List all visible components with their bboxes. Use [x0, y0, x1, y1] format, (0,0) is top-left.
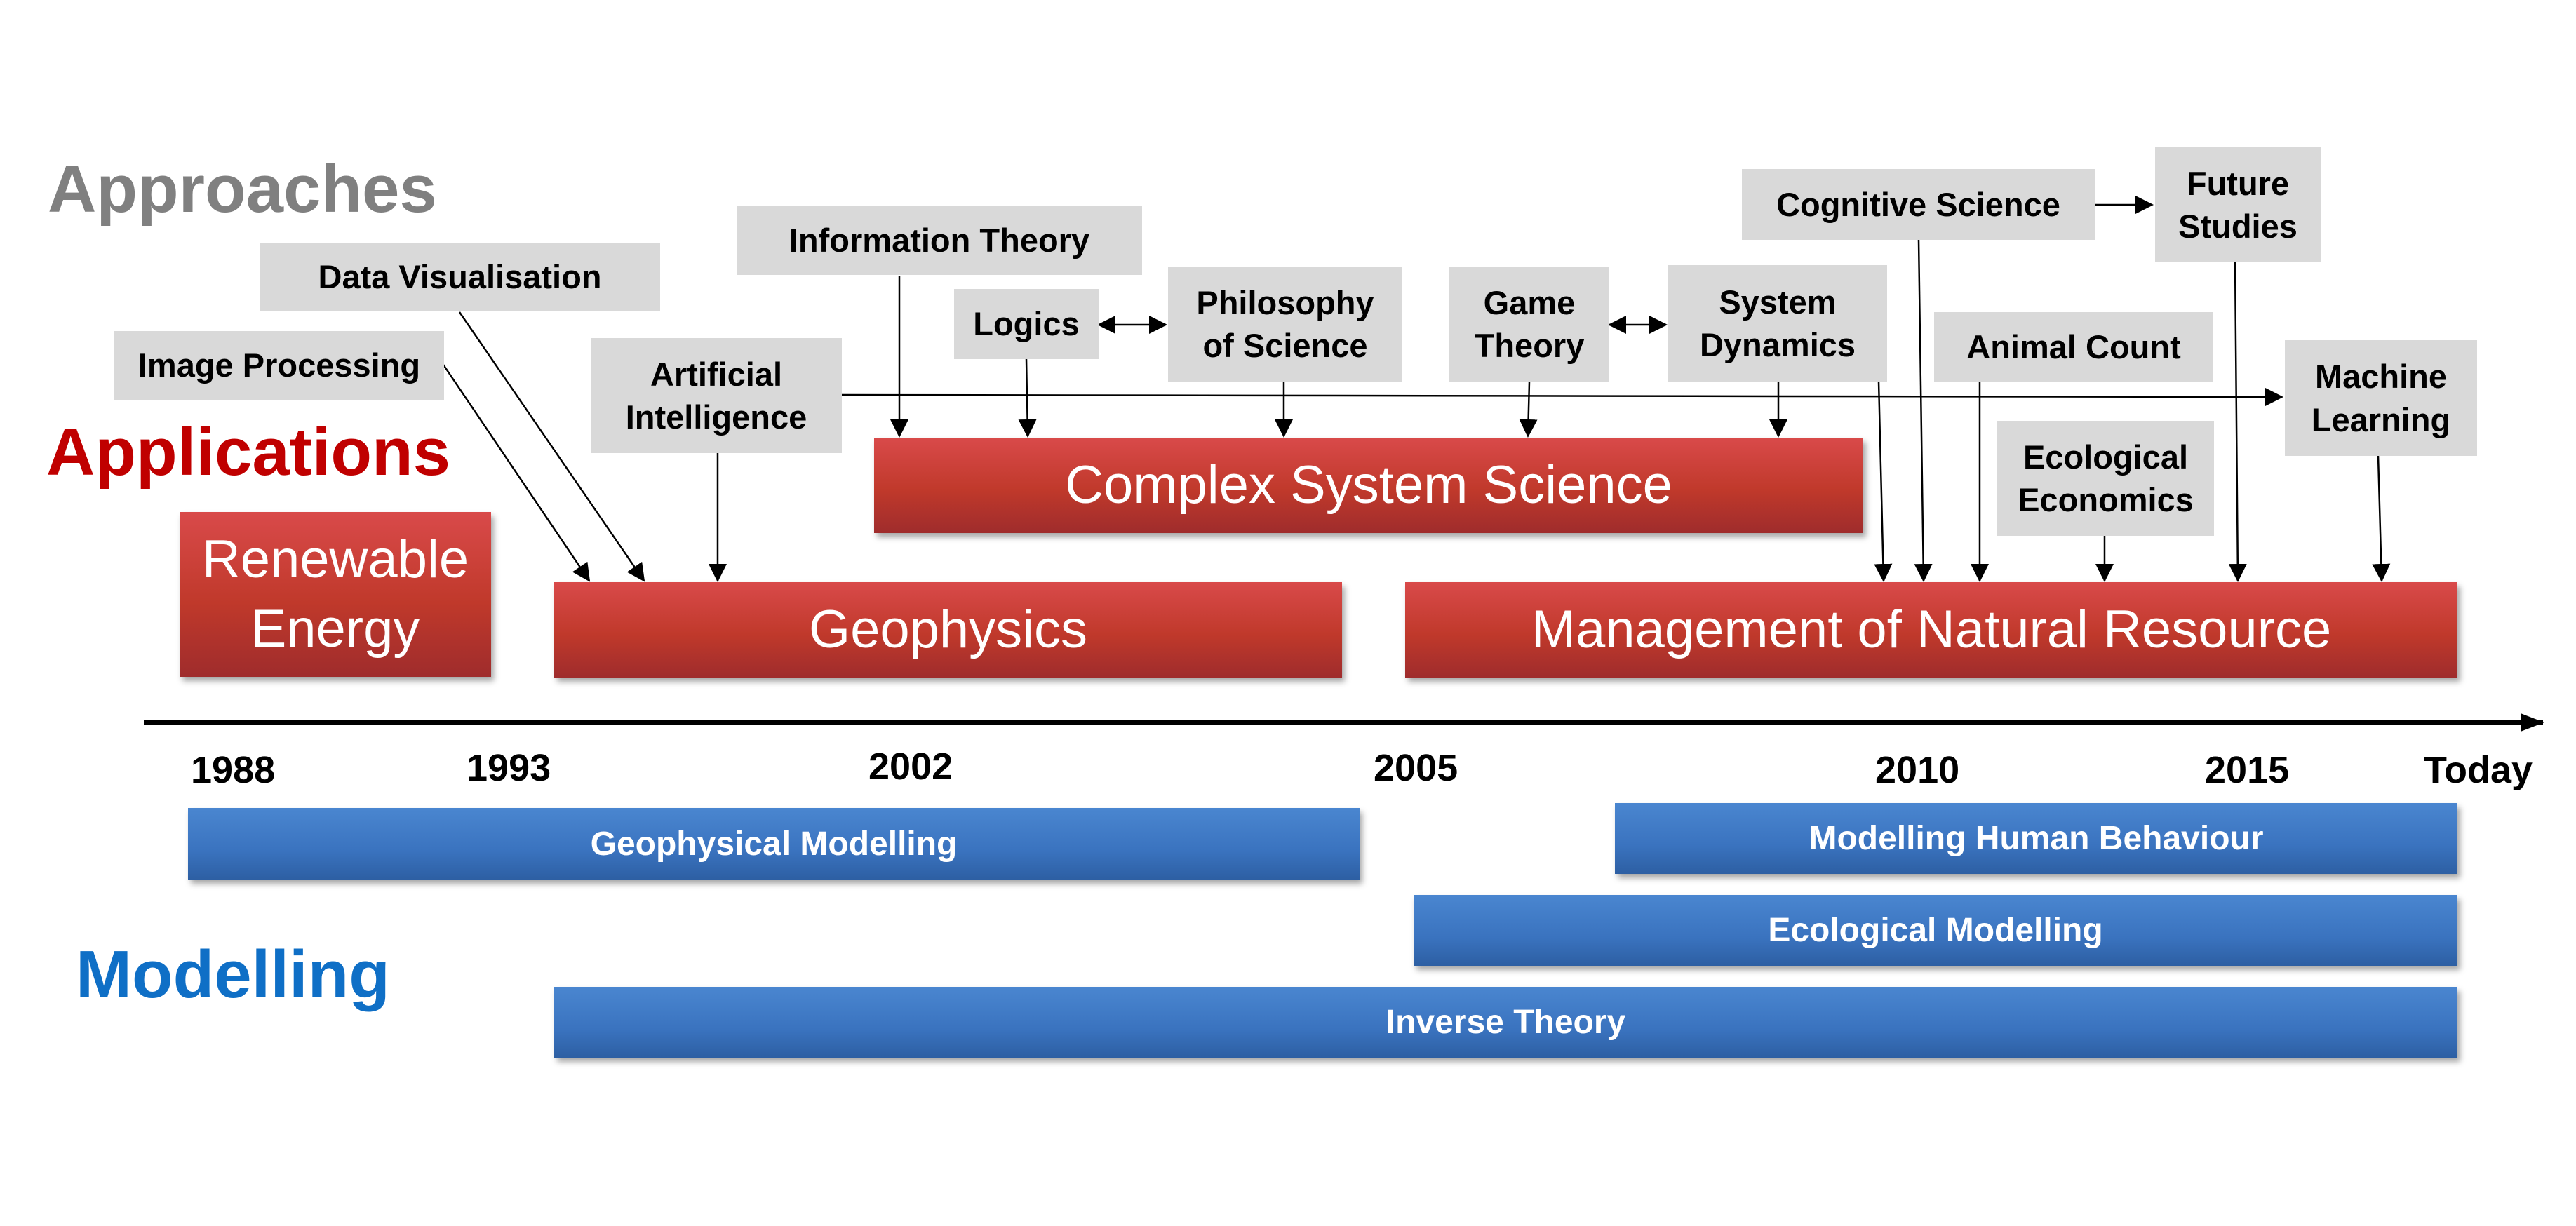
approach-logics: Logics: [954, 289, 1099, 359]
year-label-1993: 1993: [467, 747, 551, 789]
approach-game-theory: Game Theory: [1449, 267, 1609, 382]
approach-philosophy-of-science: Philosophy of Science: [1168, 267, 1402, 382]
year-label-today: Today: [2424, 749, 2533, 791]
arrow-logics: [1018, 358, 1037, 438]
heading-applications: Applications: [46, 415, 451, 490]
year-label-2005: 2005: [1374, 747, 1458, 789]
year-label-2015: 2015: [2205, 749, 2290, 791]
approach-system-dynamics: System Dynamics: [1668, 265, 1887, 382]
modelling-inverse-theory: Inverse Theory: [554, 987, 2457, 1058]
application-complex-system-science: Complex System Science: [874, 438, 1863, 533]
approach-image-processing: Image Processing: [114, 331, 444, 400]
arrow-image-processing: [442, 364, 591, 582]
arrow-cognitive-science: [1914, 239, 1933, 582]
arrow-system-management: [1874, 381, 1893, 582]
arrow-future-studies: [2228, 262, 2247, 582]
arrow-machine-learning: [2372, 455, 2391, 582]
approach-animal-count: Animal Count: [1934, 312, 2213, 382]
approach-information-theory: Information Theory: [737, 206, 1142, 275]
approach-artificial-intelligence: Artificial Intelligence: [591, 338, 842, 453]
application-renewable-energy: Renewable Energy: [180, 512, 491, 677]
approach-data-visualisation: Data Visualisation: [260, 243, 660, 311]
year-label-1988: 1988: [191, 749, 276, 791]
year-label-2002: 2002: [868, 746, 953, 788]
arrow-ai-machine-learning: [841, 387, 2283, 406]
application-management-natural-resource: Management of Natural Resource: [1405, 582, 2457, 678]
heading-modelling: Modelling: [76, 937, 390, 1012]
approach-ecological-economics: Ecological Economics: [1997, 421, 2214, 536]
modelling-human-behaviour: Modelling Human Behaviour: [1615, 803, 2457, 874]
arrow-data-visualisation: [458, 311, 645, 582]
arrow-game-theory: [1519, 381, 1538, 438]
approach-future-studies: Future Studies: [2155, 147, 2321, 262]
year-label-2010: 2010: [1875, 749, 1960, 791]
modelling-geophysical-modelling: Geophysical Modelling: [188, 808, 1360, 880]
application-geophysics: Geophysics: [554, 582, 1342, 678]
heading-approaches: Approaches: [48, 151, 437, 227]
modelling-ecological-modelling: Ecological Modelling: [1414, 895, 2457, 966]
approach-cognitive-science: Cognitive Science: [1742, 169, 2095, 240]
approach-machine-learning: Machine Learning: [2285, 340, 2477, 456]
